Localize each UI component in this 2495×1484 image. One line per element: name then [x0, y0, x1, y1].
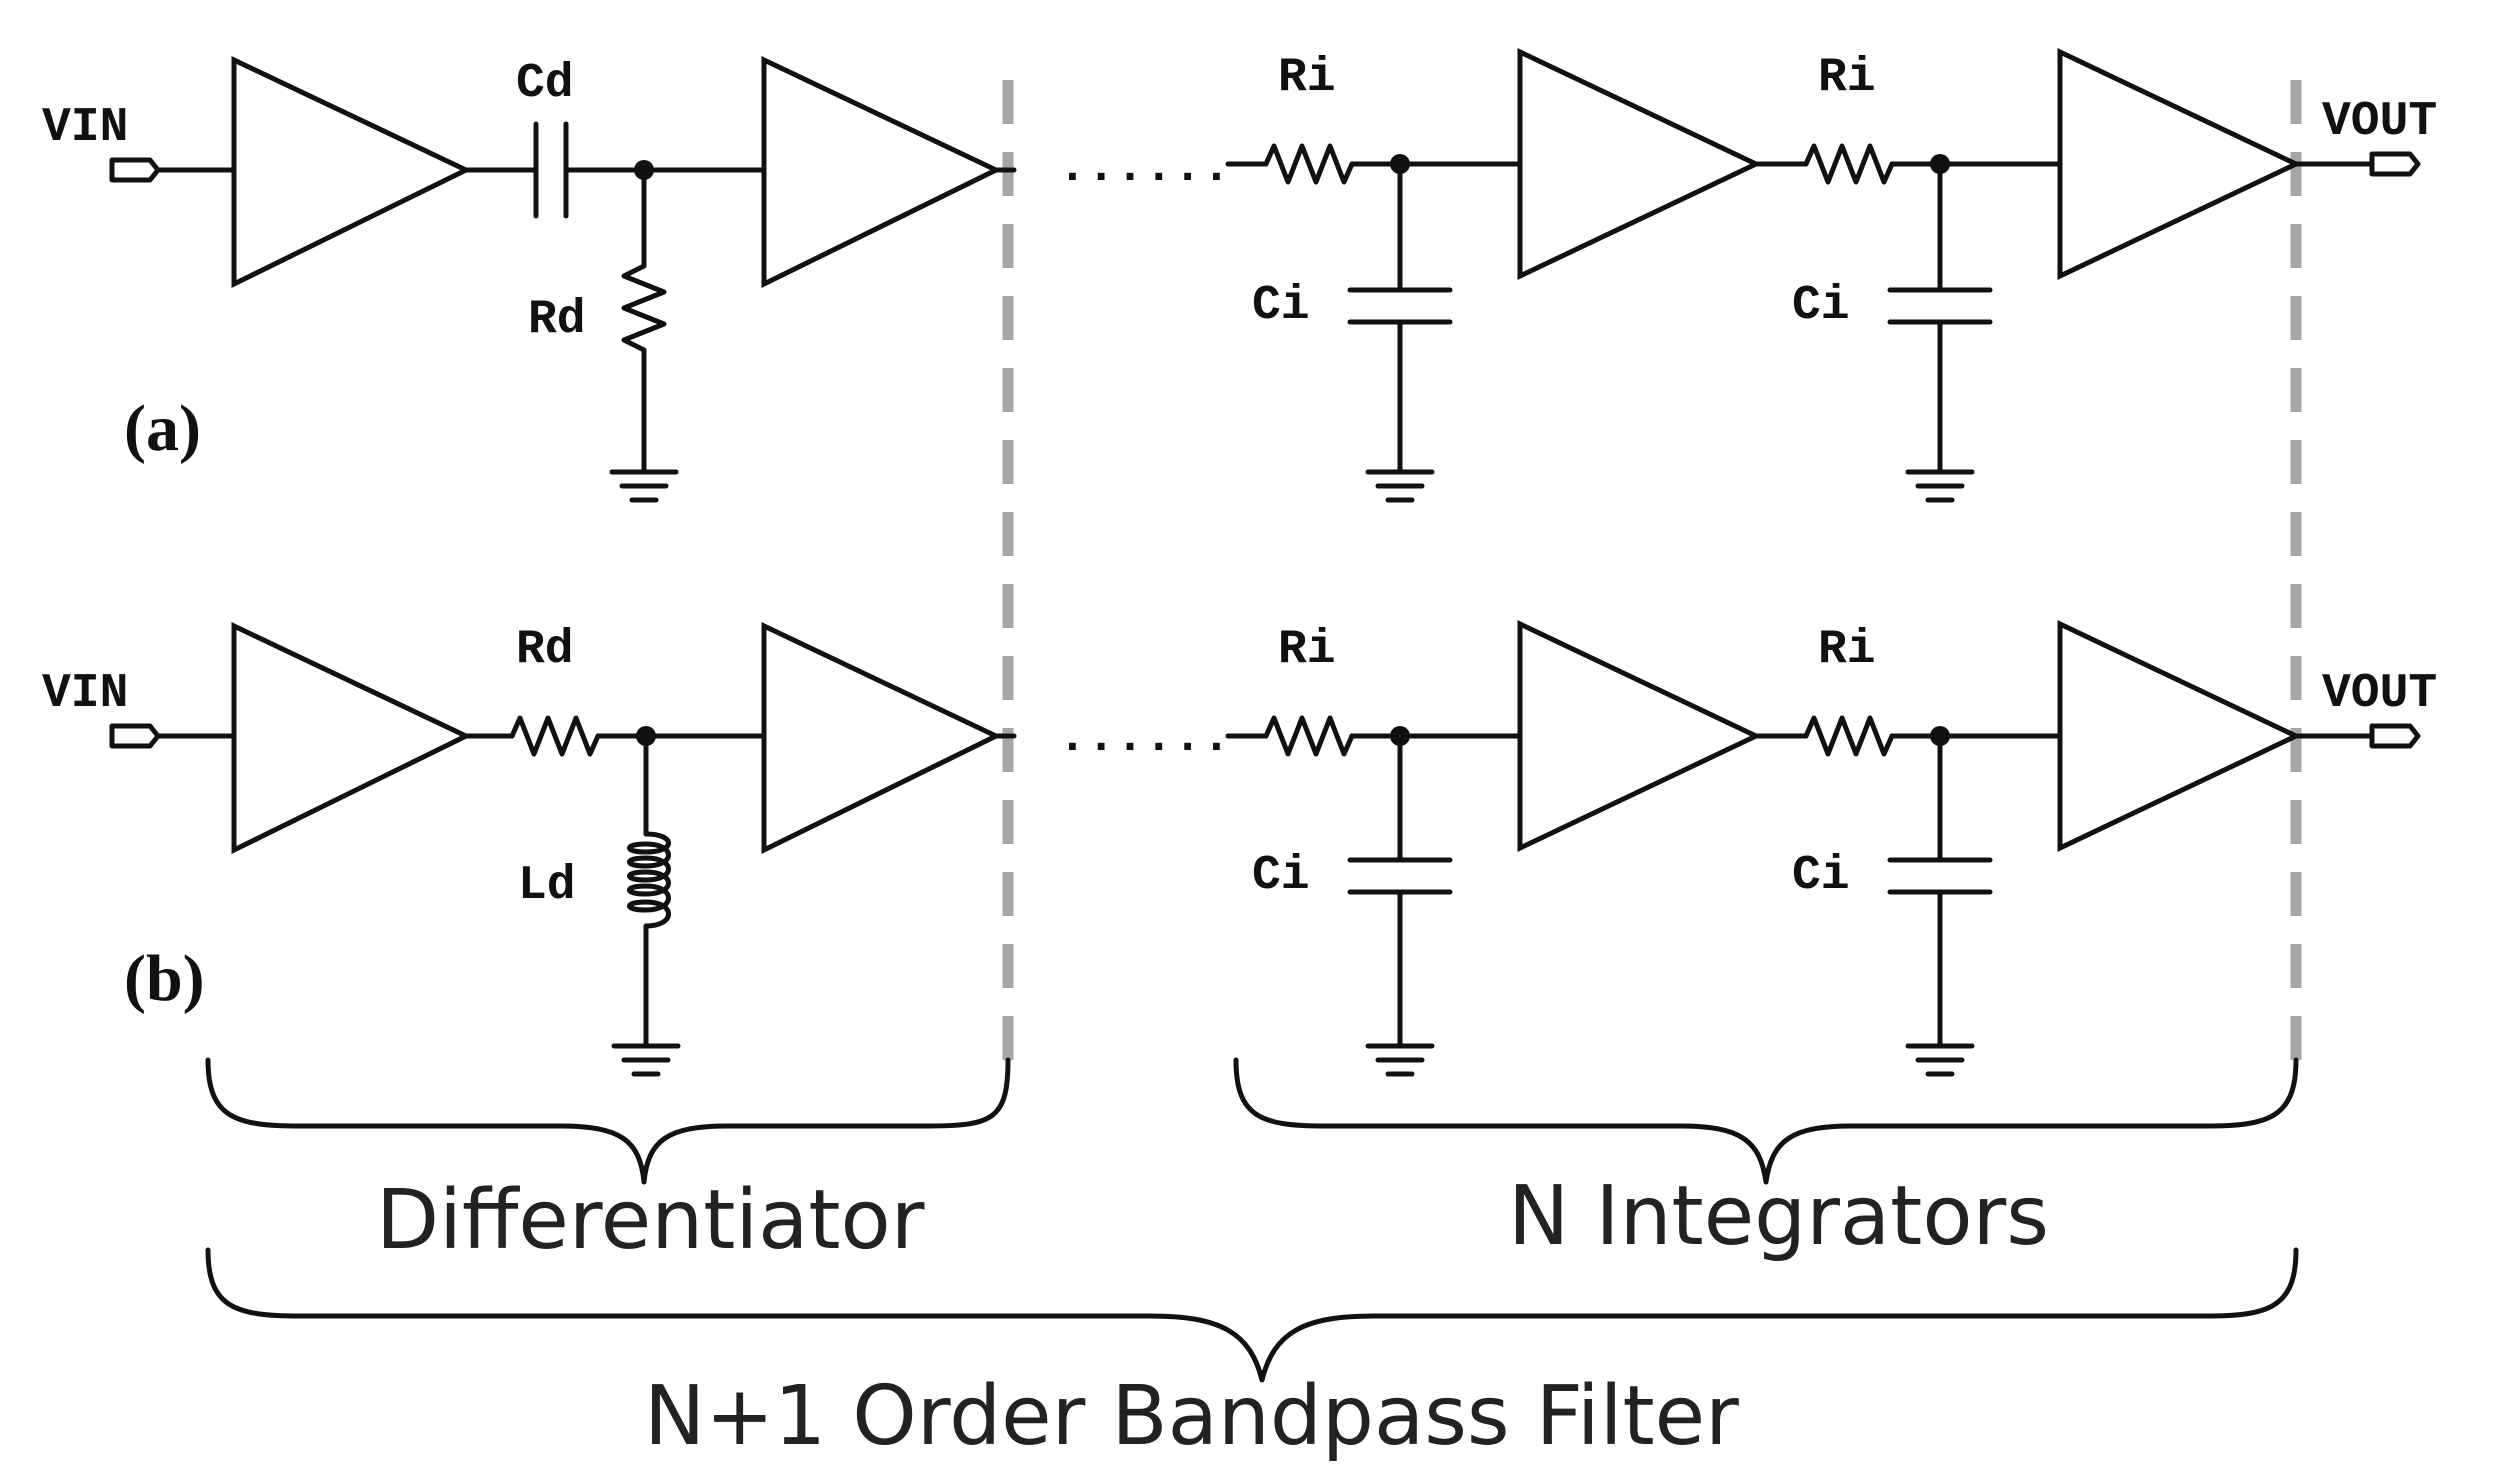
vout-port-a	[2369, 151, 2421, 177]
circuit-row-b: VIN Rd Ld (b) ...... Ri Ci Ri Ci VOUT	[42, 620, 2437, 1077]
ci2-label-b: Ci	[1792, 849, 1850, 903]
vout-label-b: VOUT	[2322, 667, 2437, 721]
ground-a-int2	[1905, 469, 1975, 503]
integrator-amplifier-b1	[1517, 620, 1762, 852]
ground-b-diff	[611, 1043, 681, 1077]
capacitor-ci1-a	[1347, 161, 1453, 473]
differentiator-caption: Differentiator	[376, 1173, 925, 1268]
capacitor-cd	[533, 121, 569, 219]
buffer-amplifier-a2	[761, 56, 1002, 289]
ground-a-int1	[1365, 469, 1435, 503]
vin-port-b	[109, 723, 161, 749]
capacitor-ci2-b	[1887, 733, 1993, 1047]
ci1-label-b: Ci	[1252, 849, 1310, 903]
vout-label-a: VOUT	[2322, 95, 2437, 149]
vout-port-b	[2369, 723, 2421, 749]
buffer-amplifier-a1	[231, 56, 472, 289]
filter-caption: N+1 Order Bandpass Filter	[644, 1369, 1739, 1464]
row-tag-a: (a)	[124, 392, 201, 465]
circuit-row-a: VIN Cd Rd (a) ...... Ri Ci Ri Ci VOUT	[42, 48, 2437, 503]
integrator-amplifier-a2	[2057, 48, 2302, 280]
ri1-label-b: Ri	[1278, 623, 1336, 677]
resistor-rd-b	[509, 715, 601, 757]
buffer-amplifier-b2	[761, 622, 1002, 855]
ci2-label-a: Ci	[1792, 279, 1850, 333]
ci1-label-a: Ci	[1252, 279, 1310, 333]
resistor-ri1-b	[1263, 715, 1355, 757]
ground-b-int2	[1905, 1043, 1975, 1077]
integrators-brace	[1233, 1057, 2299, 1185]
rd-label-b: Rd	[516, 623, 574, 677]
ri2-label-a: Ri	[1818, 51, 1876, 105]
cd-label: Cd	[516, 57, 574, 111]
vin-port-a	[109, 157, 161, 183]
vin-label-b: VIN	[42, 667, 128, 721]
resistor-ri2-b	[1803, 715, 1895, 757]
ground-a-diff	[609, 469, 679, 503]
ellipsis-a: ......	[1058, 141, 1231, 195]
integrator-amplifier-a1	[1517, 48, 1762, 280]
inductor-ld	[627, 733, 671, 1047]
filter-brace	[205, 1247, 2299, 1383]
ld-label: Ld	[518, 859, 576, 913]
ellipsis-b: ......	[1058, 711, 1231, 765]
resistor-rd-a	[621, 167, 667, 473]
resistor-ri2-a	[1803, 143, 1895, 185]
integrators-caption: N Integrators	[1508, 1169, 2049, 1264]
ground-b-int1	[1365, 1043, 1435, 1077]
capacitor-ci1-b	[1347, 733, 1453, 1047]
differentiator-brace	[205, 1057, 1011, 1185]
buffer-amplifier-b1	[231, 622, 472, 855]
rd-label-a: Rd	[528, 293, 586, 347]
row-tag-b: (b)	[124, 942, 205, 1015]
vin-label-a: VIN	[42, 101, 128, 155]
integrator-amplifier-b2	[2057, 620, 2302, 852]
ri2-label-b: Ri	[1818, 623, 1876, 677]
capacitor-ci2-a	[1887, 161, 1993, 473]
ri1-label-a: Ri	[1278, 51, 1336, 105]
resistor-ri1-a	[1263, 143, 1355, 185]
